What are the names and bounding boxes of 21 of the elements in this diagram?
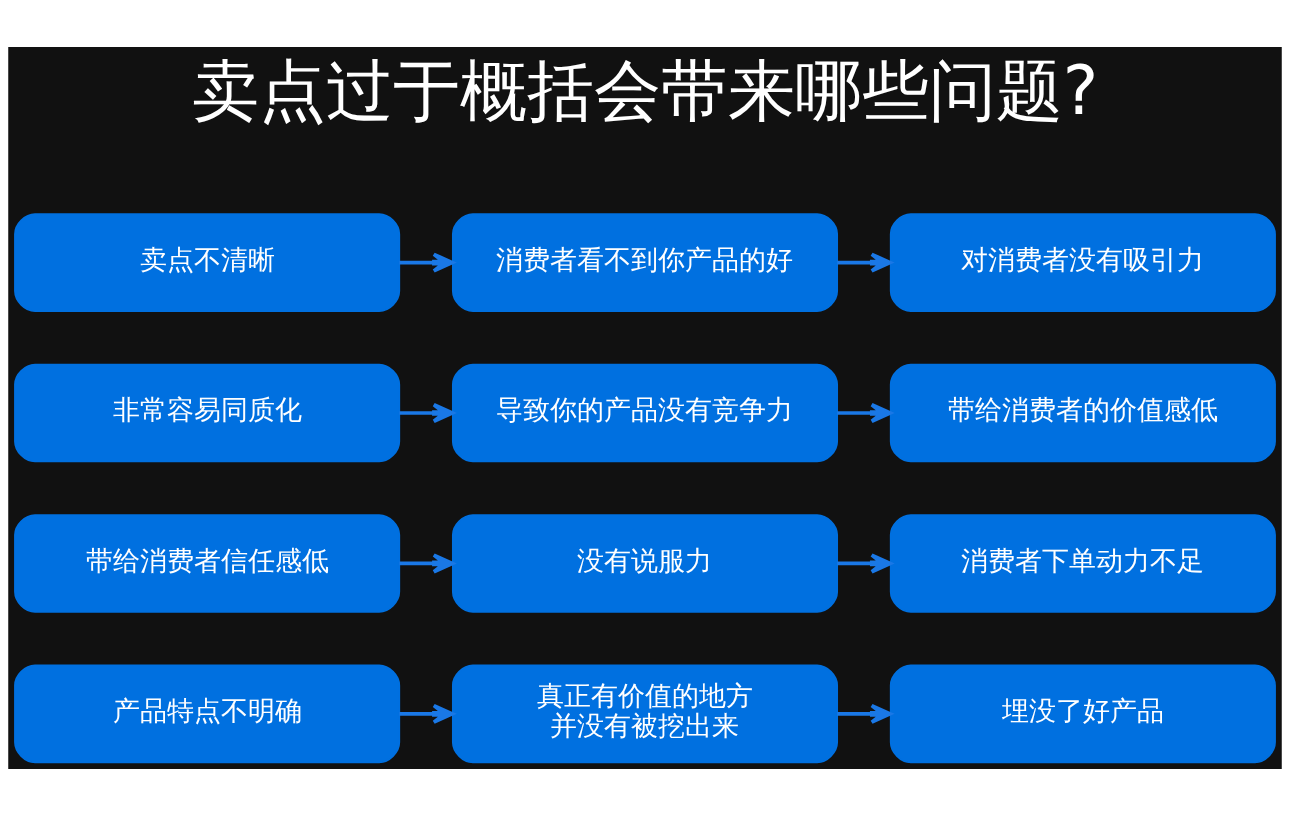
node-box: 没有说服力 [451,513,839,613]
diagram-title: 卖点过于概括会带来哪些问题? [191,51,1099,130]
node-box: 导致你的产品没有竞争力 [451,363,839,462]
node-box: 产品特点不明确 [14,664,401,763]
node-box: 消费者看不到你产品的好 [451,212,839,312]
arrow [837,552,892,574]
arrow [399,252,455,273]
node-box: 埋没了好产品 [889,664,1276,763]
node-box: 真正有价值的地方并没有被挖出来 [451,664,839,763]
node-box: 消费者下单动力不足 [889,513,1276,613]
arrow [837,252,892,273]
node-box: 非常容易同质化 [14,363,401,462]
arrow [399,703,455,724]
node-box: 带给消费者信任感低 [14,513,401,613]
arrow [399,402,455,423]
node-box: 卖点不清晰 [14,212,401,312]
arrow [837,703,892,724]
arrow [399,552,455,574]
arrow [837,402,892,423]
node-box: 带给消费者的价值感低 [889,363,1276,462]
node-box: 对消费者没有吸引力 [889,212,1276,312]
